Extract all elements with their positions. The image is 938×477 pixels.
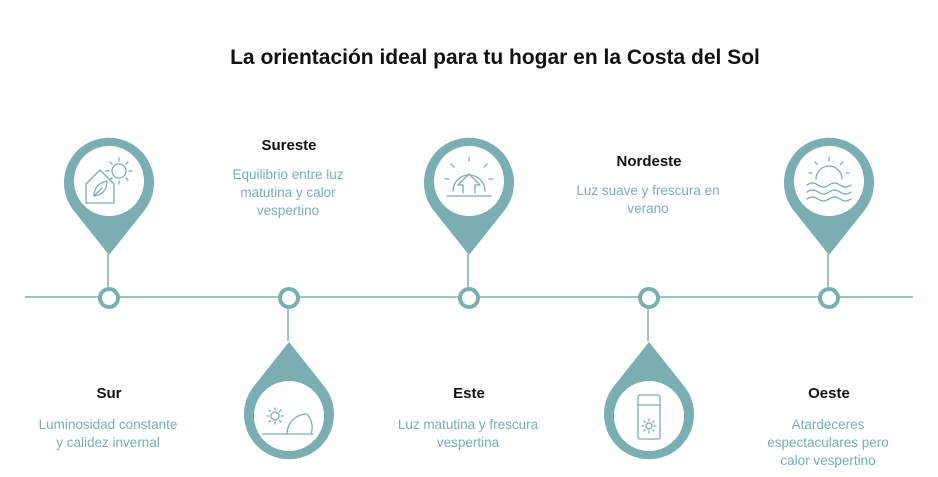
heading-sureste: Sureste — [261, 137, 317, 154]
timeline-node-sur — [98, 287, 120, 309]
pin-marker-nordeste — [604, 342, 694, 460]
timeline-node-nordeste — [638, 287, 660, 309]
desc-oeste: Atardeceres espectaculares pero calor ve… — [738, 416, 918, 470]
desc-sur-line-2: y calidez invernal — [56, 435, 160, 450]
sun-dome-icon — [262, 407, 314, 435]
timeline-node-sureste — [278, 287, 300, 309]
desc-oeste-line-3: calor vespertino — [780, 453, 876, 468]
pin-marker-oeste — [784, 137, 874, 255]
desc-sureste: Equilibrio entre luz matutina y calor ve… — [198, 166, 378, 220]
desc-sureste-line-3: vespertino — [256, 203, 320, 218]
pin-stem-nordeste — [647, 309, 649, 341]
timeline-node-oeste — [818, 287, 840, 309]
heading-oeste: Oeste — [808, 385, 850, 402]
pin-stem-oeste — [827, 254, 829, 287]
pin-marker-este — [424, 137, 514, 255]
house-leaf-sun-icon — [85, 157, 133, 204]
sunscreen-bottle-icon — [637, 394, 661, 440]
desc-sur-line-1: Luminosidad constante — [38, 417, 178, 432]
desc-nordeste-line-1: Luz suave y frescura en — [576, 183, 720, 198]
page-title: La orientación ideal para tu hogar en la… — [230, 46, 760, 69]
pin-stem-este — [467, 254, 469, 287]
timeline-node-este — [458, 287, 480, 309]
pin-stem-sureste — [287, 309, 289, 341]
sunset-sea-icon — [806, 156, 852, 202]
desc-oeste-line-2: espectaculares pero — [767, 435, 889, 450]
pin-marker-sureste — [244, 342, 334, 460]
desc-este: Luz matutina y frescura vespertina — [368, 416, 568, 452]
sunrise-icon — [444, 156, 494, 197]
desc-sureste-line-1: Equilibrio entre luz — [232, 167, 344, 182]
pin-marker-sur — [64, 137, 154, 255]
desc-nordeste: Luz suave y frescura en verano — [548, 182, 748, 218]
desc-este-line-1: Luz matutina y frescura — [397, 417, 539, 432]
pin-stem-sur — [107, 254, 109, 287]
heading-nordeste: Nordeste — [616, 153, 682, 170]
heading-sur: Sur — [96, 385, 122, 402]
desc-sur: Luminosidad constante y calidez invernal — [18, 416, 198, 452]
desc-sureste-line-2: matutina y calor — [240, 185, 336, 200]
heading-este: Este — [453, 385, 485, 402]
desc-nordeste-line-2: verano — [627, 201, 669, 216]
desc-oeste-line-1: Atardeceres — [791, 417, 865, 432]
desc-este-line-2: vespertina — [436, 435, 500, 450]
